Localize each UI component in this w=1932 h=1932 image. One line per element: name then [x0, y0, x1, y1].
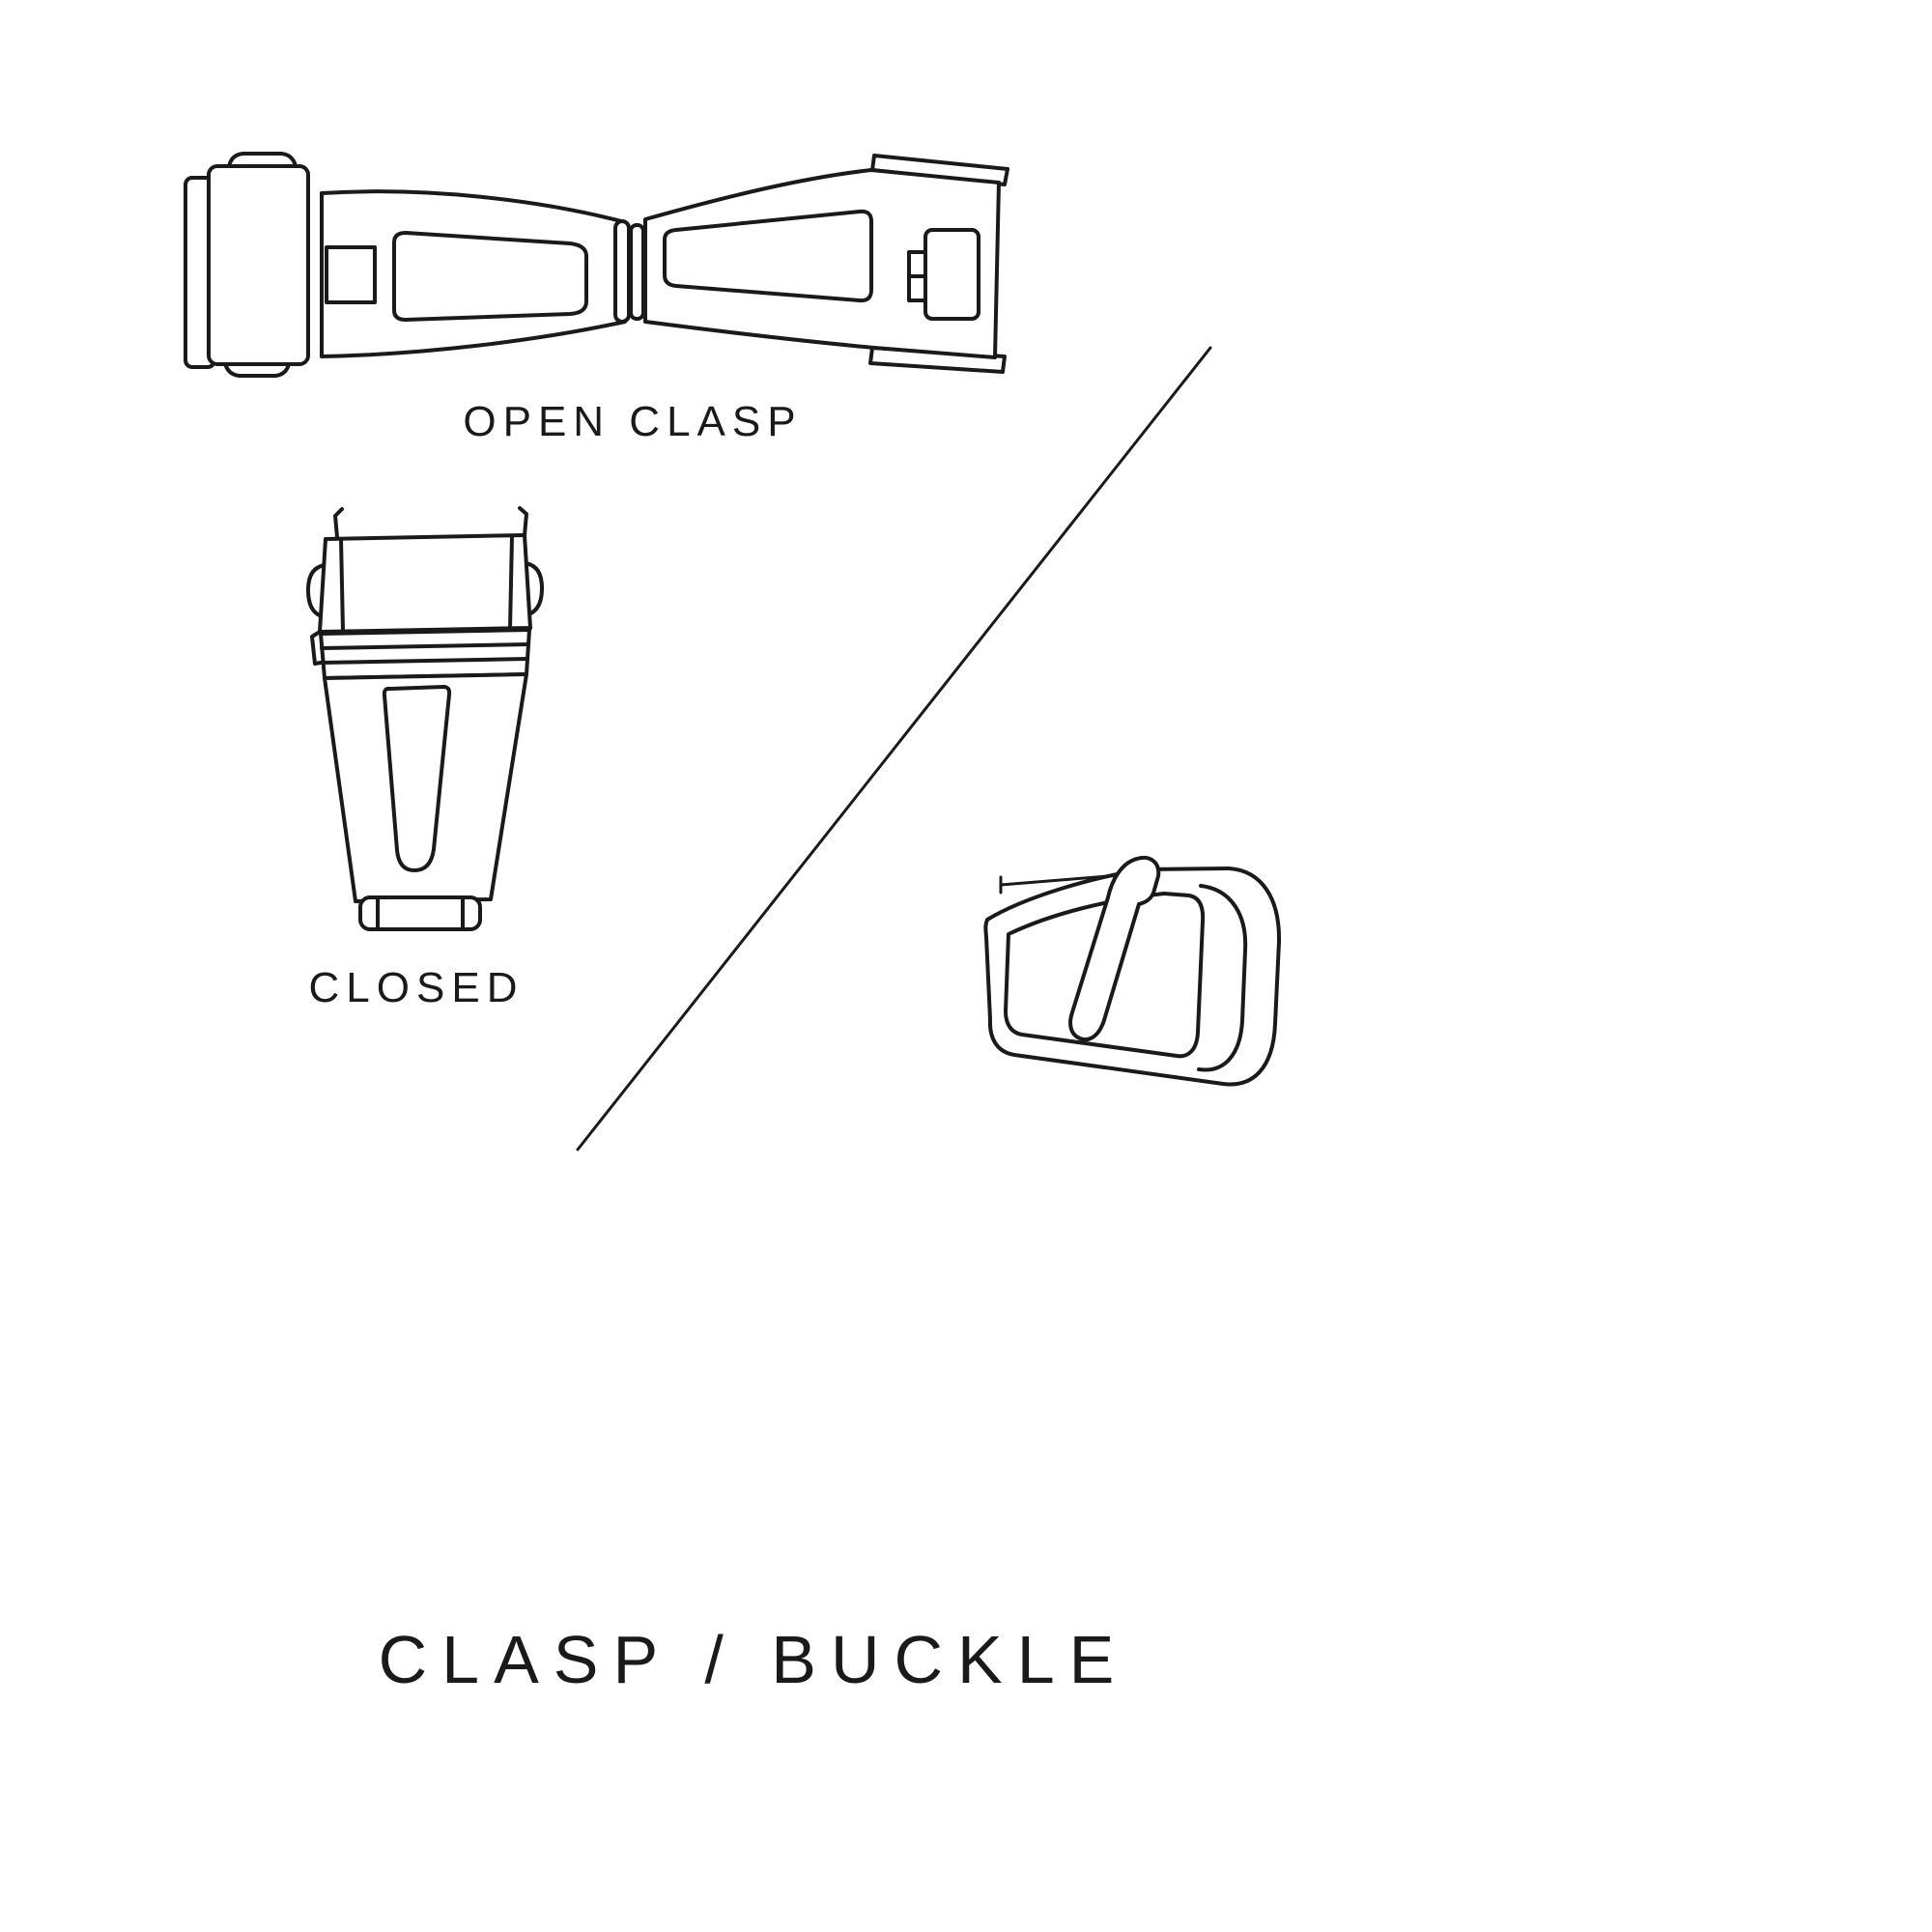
closed-clasp-drawing — [306, 506, 544, 931]
diagonal-divider — [576, 346, 1212, 1151]
open-clasp-label: OPEN CLASP — [463, 398, 803, 445]
open-clasp-drawing — [184, 152, 1009, 378]
page-title: CLASP / BUCKLE — [378, 1622, 1129, 1697]
buckle-drawing — [983, 856, 1282, 1087]
closed-label: CLOSED — [308, 964, 525, 1011]
